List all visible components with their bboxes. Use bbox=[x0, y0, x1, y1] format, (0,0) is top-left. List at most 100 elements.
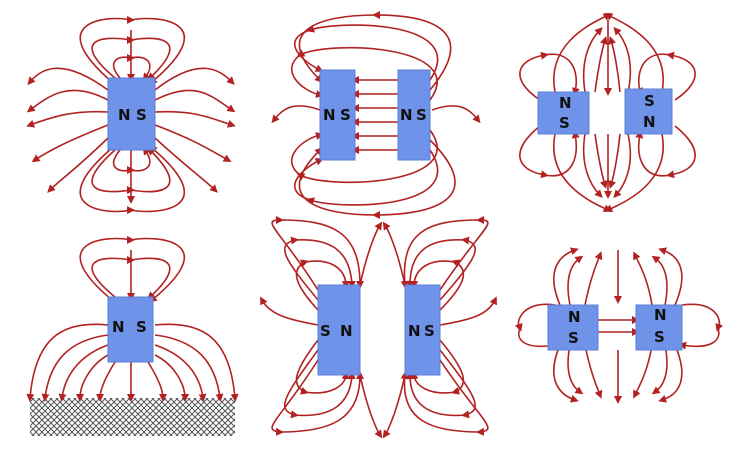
pole-label: S bbox=[424, 322, 435, 340]
field-line bbox=[359, 374, 383, 439]
field-line bbox=[284, 349, 356, 419]
field-line bbox=[113, 146, 151, 175]
field-line bbox=[658, 344, 683, 403]
pole-label: N bbox=[340, 322, 353, 340]
field-line bbox=[608, 133, 621, 189]
field-line bbox=[584, 251, 603, 306]
field-line bbox=[633, 251, 653, 306]
field-line bbox=[582, 133, 603, 198]
field-line bbox=[594, 36, 608, 93]
magnet bbox=[319, 69, 356, 161]
field-line bbox=[519, 51, 580, 101]
panel-single-magnet: N S bbox=[26, 15, 236, 215]
field-line bbox=[154, 323, 239, 402]
field-line bbox=[553, 247, 579, 306]
pole-label: S bbox=[340, 106, 351, 124]
field-line bbox=[154, 110, 236, 128]
field-lines bbox=[514, 247, 724, 404]
panel-aligned-vertical: N S N S bbox=[514, 247, 724, 404]
magnet bbox=[635, 304, 683, 351]
field-line bbox=[678, 303, 724, 350]
field-line bbox=[260, 296, 319, 326]
field-line bbox=[291, 129, 438, 184]
field-line bbox=[553, 133, 612, 212]
magnet bbox=[397, 69, 431, 161]
magnet bbox=[547, 304, 599, 351]
field-line bbox=[410, 259, 465, 311]
field-line bbox=[79, 145, 185, 215]
magnet bbox=[317, 284, 361, 376]
pole-label: S bbox=[320, 322, 331, 340]
pole-label: S bbox=[416, 106, 427, 124]
field-line bbox=[147, 361, 167, 402]
field-lines bbox=[271, 11, 481, 219]
field-line bbox=[76, 354, 109, 402]
field-line bbox=[553, 344, 579, 403]
field-line bbox=[359, 221, 383, 286]
field-line bbox=[613, 27, 632, 93]
field-line bbox=[382, 374, 406, 439]
field-line bbox=[154, 334, 224, 402]
field-line bbox=[651, 255, 668, 306]
field-lines bbox=[26, 235, 239, 402]
pole-label: S bbox=[136, 318, 147, 336]
field-line bbox=[651, 344, 668, 395]
field-line bbox=[79, 15, 185, 85]
field-line bbox=[635, 51, 696, 101]
pole-label: N bbox=[118, 106, 131, 124]
field-line bbox=[154, 89, 236, 113]
field-lines bbox=[260, 216, 497, 439]
field-line bbox=[406, 236, 476, 301]
panel-magnet-over-iron: N S bbox=[26, 235, 239, 436]
pole-label: N bbox=[323, 106, 336, 124]
magnet bbox=[107, 296, 154, 363]
field-line bbox=[27, 67, 109, 91]
field-line bbox=[271, 105, 321, 124]
field-line bbox=[382, 221, 406, 286]
field-line bbox=[519, 125, 580, 179]
field-line bbox=[567, 344, 584, 395]
field-line bbox=[635, 125, 696, 179]
field-line bbox=[613, 133, 632, 198]
field-line bbox=[410, 339, 465, 395]
pole-label: N bbox=[654, 306, 667, 324]
field-line bbox=[298, 139, 456, 219]
field-line bbox=[291, 46, 438, 101]
pole-label: S bbox=[654, 328, 665, 346]
field-line bbox=[514, 303, 559, 350]
pole-label: N bbox=[408, 322, 421, 340]
field-line bbox=[284, 236, 356, 301]
field-line bbox=[79, 235, 185, 303]
pole-label: S bbox=[136, 106, 147, 124]
panel-repelling-vertical: N S S N bbox=[519, 12, 696, 212]
field-lines bbox=[26, 15, 236, 215]
panel-repelling-pair: S N N S bbox=[260, 216, 497, 439]
field-line bbox=[26, 89, 109, 113]
field-line bbox=[582, 27, 603, 93]
field-line bbox=[633, 344, 653, 399]
field-line bbox=[584, 344, 603, 399]
field-line bbox=[154, 124, 232, 162]
panel-attracting-pair: N S N S bbox=[271, 11, 481, 219]
pole-label: S bbox=[568, 329, 579, 347]
field-line bbox=[604, 12, 664, 93]
field-line bbox=[295, 259, 350, 311]
field-line bbox=[26, 323, 109, 402]
field-line bbox=[154, 354, 189, 402]
pole-label: N bbox=[400, 106, 413, 124]
pole-label: S bbox=[559, 114, 570, 132]
iron-block bbox=[30, 398, 235, 436]
field-line bbox=[658, 247, 683, 306]
field-line bbox=[113, 53, 151, 82]
magnet bbox=[404, 284, 441, 376]
pole-label: N bbox=[643, 113, 656, 131]
field-line bbox=[31, 124, 109, 163]
pole-label: S bbox=[644, 92, 655, 110]
field-line bbox=[26, 110, 109, 128]
field-line bbox=[594, 133, 608, 189]
field-line bbox=[400, 216, 489, 291]
field-line bbox=[567, 255, 584, 306]
field-line bbox=[41, 334, 109, 402]
field-line bbox=[431, 105, 481, 124]
